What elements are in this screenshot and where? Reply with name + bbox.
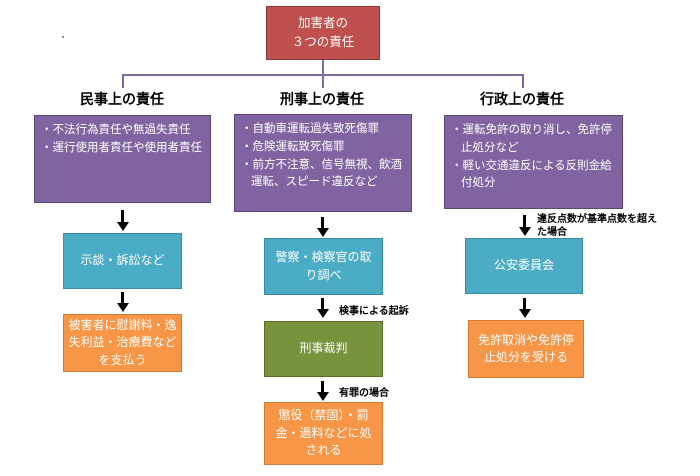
- criminal-arrow-3-shaft: [321, 381, 324, 393]
- criminal-item: ・自動車運転過失致死傷罪: [241, 121, 379, 135]
- civil-item: ・運行使用者責任や使用者責任: [41, 139, 202, 154]
- connector-civil: [122, 74, 124, 88]
- admin-arrow-2-head: [518, 309, 531, 318]
- heading-admin: 行政上の責任: [480, 92, 564, 108]
- note-points-exceeded: 違反点数が基準点数を超えた場合: [537, 214, 657, 238]
- heading-criminal: 刑事上の責任: [280, 92, 364, 108]
- criminal-step-investigation: 警察・検察官の取り調べ: [264, 238, 383, 295]
- admin-arrow-1-head: [518, 227, 531, 236]
- civil-arrow-1-head: [116, 222, 129, 231]
- civil-arrow-1-shaft: [121, 210, 124, 223]
- root-connector: [322, 60, 324, 75]
- note-prosecution: 検事による起訴: [339, 306, 409, 317]
- criminal-item: ・危険運転致死傷罪: [241, 138, 345, 153]
- connector-admin: [522, 74, 524, 88]
- admin-result: 免許取消や免許停止処分を受ける: [468, 320, 584, 378]
- connector-criminal: [322, 74, 324, 88]
- criminal-category-box: ・自動車運転過失致死傷罪 ・危険運転致死傷罪 ・前方不注意、信号無視、飲酒運転、…: [234, 114, 412, 212]
- admin-step-commission: 公安委員会: [465, 238, 583, 294]
- criminal-arrow-2-shaft: [321, 298, 324, 310]
- root-box: 加害者の ３つの責任: [266, 6, 380, 60]
- criminal-arrow-2-head: [316, 309, 329, 318]
- criminal-item: ・前方不注意、信号無視、飲酒運転、スピード違反など: [241, 156, 402, 189]
- criminal-arrow-1-head: [316, 228, 329, 237]
- stray-dot: [62, 36, 64, 38]
- heading-civil: 民事上の責任: [80, 92, 164, 108]
- civil-category-box: ・不法行為責任や無過失責任 ・運行使用者責任や使用者責任: [34, 115, 211, 203]
- admin-category-box: ・運転免許の取り消し、免許停止処分など ・軽い交通違反による反則金給付処分: [444, 115, 623, 209]
- civil-item: ・不法行為責任や無過失責任: [41, 122, 191, 136]
- criminal-arrow-1-shaft: [321, 217, 324, 229]
- admin-item: ・軽い交通違反による反則金給付処分: [451, 157, 612, 190]
- civil-step-settlement: 示談・訴訟など: [63, 233, 182, 289]
- admin-arrow-2-shaft: [523, 298, 526, 310]
- admin-item: ・運転免許の取り消し、免許停止処分など: [451, 122, 612, 154]
- root-line1: 加害者の: [297, 15, 348, 31]
- criminal-result: 懲役（禁固）・罰金・過料などに処される: [264, 402, 383, 465]
- root-line2: ３つの責任: [291, 34, 355, 49]
- civil-arrow-2-shaft: [121, 292, 124, 304]
- note-guilty: 有罪の場合: [339, 388, 389, 399]
- criminal-step-trial: 刑事裁判: [264, 321, 383, 377]
- criminal-arrow-3-head: [316, 392, 329, 401]
- admin-arrow-1-shaft: [523, 215, 526, 228]
- civil-result: 被害者に慰謝料・逸失利益・治療費などを支払う: [63, 314, 182, 372]
- civil-arrow-2-head: [116, 303, 129, 312]
